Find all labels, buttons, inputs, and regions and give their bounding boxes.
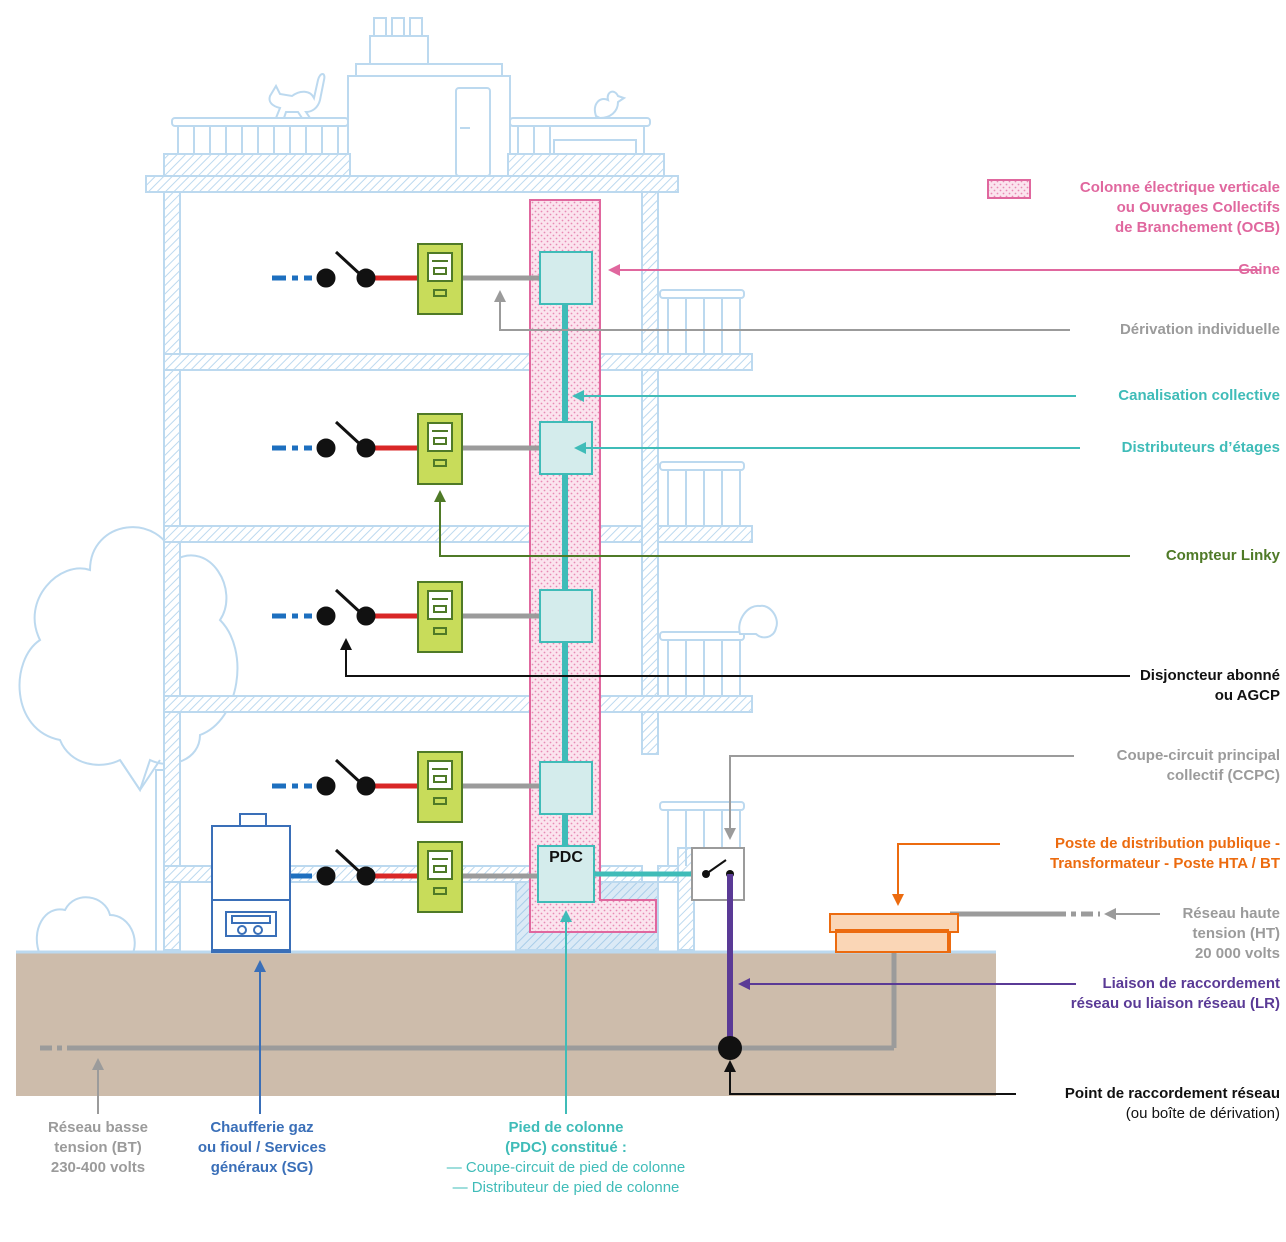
linky-label: Compteur Linky	[1165, 547, 1280, 564]
pied-colonne-label: Pied de colonne(PDC) constitué : — Coupe…	[446, 1119, 686, 1196]
distributeurs-label: Distributeurs d’étages	[1121, 439, 1280, 456]
derivation-label: Dérivation individuelle	[1119, 321, 1280, 338]
breaker-switch-icon	[316, 250, 376, 886]
point-raccordement	[718, 1036, 742, 1060]
reseau-bt-line	[40, 952, 897, 1051]
gaine-label: Gaine	[1238, 261, 1280, 278]
gaine-ocb	[529, 199, 657, 933]
annotation-arrows	[92, 264, 1260, 1114]
cat-icon	[268, 73, 326, 119]
bird-icon	[594, 90, 627, 120]
point-raccordement-label: Point de raccordement réseau (ou boîte d…	[1064, 1085, 1280, 1122]
ccpc-switch-icon	[691, 847, 745, 901]
meter-icon	[417, 243, 463, 913]
ocb-legend-swatch	[987, 179, 1031, 199]
canalisation-label: Canalisation collective	[1118, 387, 1280, 404]
poste-label: Poste de distribution publique -Transfor…	[1049, 835, 1280, 872]
floor-circuits	[272, 275, 540, 879]
ground	[16, 952, 996, 1096]
pdc-label: PDC	[549, 849, 583, 866]
rooftop	[145, 17, 679, 193]
boiler-body	[211, 813, 291, 951]
